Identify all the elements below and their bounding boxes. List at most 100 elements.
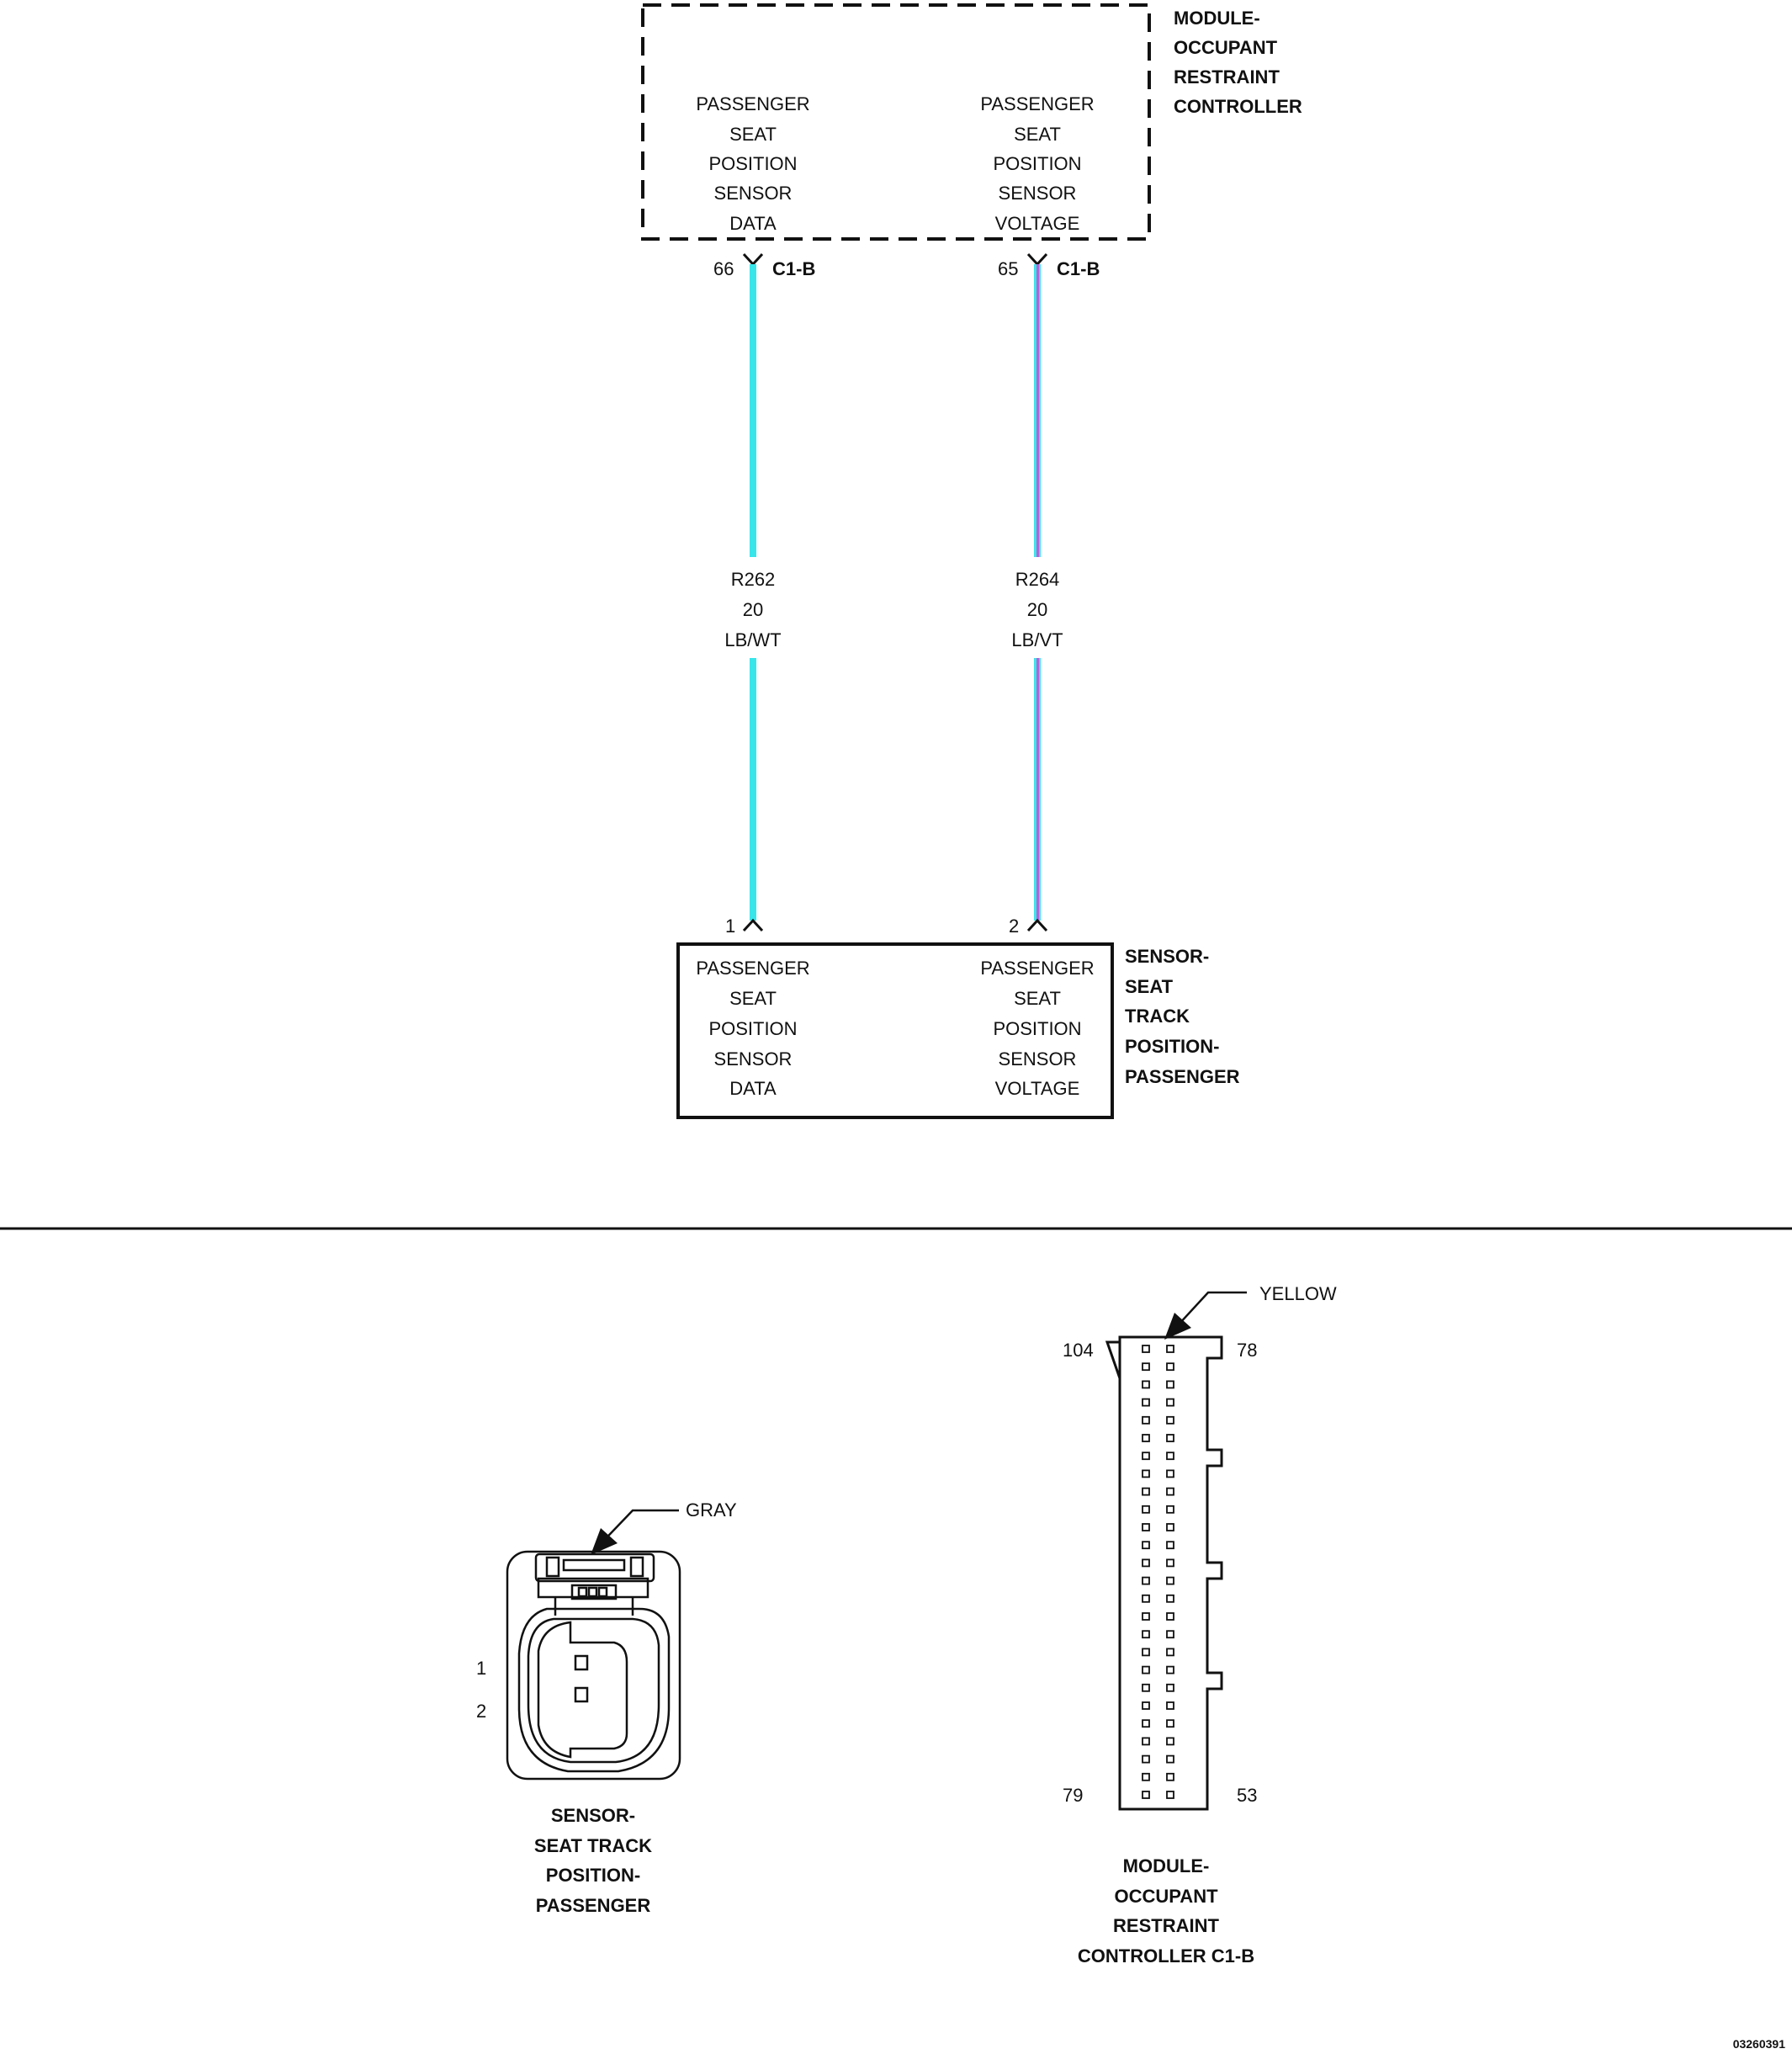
module-name-label: MODULE- OCCUPANT RESTRAINT CONTROLLER (1174, 8, 1302, 117)
seat-track-position-sensor-box (676, 942, 1114, 1119)
connector-cavity (1142, 1398, 1150, 1407)
connector-cavity (1142, 1415, 1150, 1425)
connector-cavity (1166, 1772, 1174, 1781)
wire1-circuit-label: R262 (731, 569, 776, 590)
connector-cavity (1166, 1380, 1174, 1389)
module-name-line: MODULE- (1174, 8, 1260, 29)
connector-cavity (1166, 1648, 1174, 1657)
wire2-top-connector: C1-B (1057, 258, 1100, 279)
sensor-name-label: SENSOR- SEAT TRACK POSITION- PASSENGER (1125, 946, 1240, 1087)
function-line: PASSENGER (980, 93, 1094, 114)
connector-cavity (1166, 1434, 1174, 1442)
module-connector-color-label: YELLOW (1259, 1283, 1337, 1304)
connector-cavity (1142, 1612, 1150, 1621)
figure-id: 03260391 (1733, 2037, 1786, 2051)
connector-cavity (1142, 1523, 1150, 1531)
function-line: VOLTAGE (995, 213, 1080, 234)
connector-cavity (1166, 1683, 1174, 1692)
connector-cavity (1142, 1452, 1150, 1461)
caption-line: RESTRAINT (1113, 1915, 1219, 1936)
wire1-bottom-terminal-icon (742, 918, 764, 932)
caption-line: POSITION- (546, 1865, 640, 1886)
wire2-top-terminal-icon (1026, 252, 1048, 267)
connector-cavity (1166, 1576, 1174, 1585)
sensor-name-line: SENSOR- (1125, 946, 1209, 967)
module-connector-face-view (1105, 1335, 1223, 1811)
module-name-line: OCCUPANT (1174, 37, 1278, 58)
sensor-data-function-label: PASSENGER SEAT POSITION SENSOR DATA (696, 958, 809, 1099)
connector-cavity (1142, 1487, 1150, 1496)
sensor-connector-face-view (506, 1550, 681, 1781)
function-line: SEAT (729, 988, 777, 1009)
connector-cavity (1166, 1630, 1174, 1639)
wire1-color-label: LB/WT (724, 629, 781, 650)
module-data-function-label: PASSENGER SEAT POSITION SENSOR DATA (696, 93, 809, 234)
connector-cavity (1166, 1345, 1174, 1353)
wire2-bottom-pin: 2 (1009, 916, 1019, 937)
function-line: SENSOR (714, 183, 793, 204)
function-line: VOLTAGE (995, 1078, 1080, 1099)
wire-r262 (750, 264, 756, 921)
caption-line: SEAT TRACK (534, 1835, 652, 1856)
gray-callout-arrow-icon (591, 1509, 679, 1555)
connector-cavity (1166, 1791, 1174, 1799)
function-line: DATA (729, 1078, 777, 1099)
module-connector-pin104-label: 104 (1063, 1340, 1094, 1361)
module-connector-pin79-label: 79 (1063, 1785, 1083, 1806)
wire1-top-terminal-icon (742, 252, 764, 267)
function-line: PASSENGER (696, 93, 809, 114)
connector-cavity (1166, 1612, 1174, 1621)
caption-line: MODULE- (1123, 1855, 1210, 1876)
sensor-name-line: SEAT (1125, 976, 1174, 997)
connector-cavity (1166, 1362, 1174, 1372)
connector-cavity (1142, 1345, 1150, 1353)
connector-cavity (1142, 1737, 1150, 1746)
yellow-callout-arrow-icon (1164, 1291, 1247, 1340)
sensor-voltage-function-label: PASSENGER SEAT POSITION SENSOR VOLTAGE (980, 958, 1094, 1099)
wire2-bottom-terminal-icon (1026, 918, 1048, 932)
wire2-color-label: LB/VT (1011, 629, 1063, 650)
connector-cavity (1142, 1754, 1150, 1764)
connector-cavity (1142, 1683, 1150, 1692)
connector-cavity (1166, 1665, 1174, 1675)
connector-cavity (1142, 1594, 1150, 1603)
sensor-connector-pin1-label: 1 (476, 1658, 486, 1679)
function-line: PASSENGER (980, 958, 1094, 979)
wire-r264 (1034, 264, 1041, 921)
sensor-name-line: TRACK (1125, 1006, 1190, 1027)
caption-line: OCCUPANT (1114, 1886, 1218, 1907)
wire2-circuit-label: R264 (1015, 569, 1060, 590)
connector-cavity (1142, 1576, 1150, 1585)
sensor-name-line: PASSENGER (1125, 1066, 1240, 1087)
connector-cavity (1142, 1791, 1150, 1799)
connector-cavity (1166, 1754, 1174, 1764)
function-line: POSITION (708, 1018, 797, 1039)
connector-cavity (1166, 1398, 1174, 1407)
module-connector-caption: MODULE- OCCUPANT RESTRAINT CONTROLLER C1… (1078, 1855, 1254, 1966)
connector-cavity (1142, 1541, 1150, 1550)
connector-cavity (1166, 1415, 1174, 1425)
function-line: DATA (729, 213, 777, 234)
sensor-connector-color-label: GRAY (686, 1499, 737, 1521)
connector-cavity (1142, 1558, 1150, 1568)
connector-cavity (1166, 1469, 1174, 1478)
connector-cavity (1142, 1380, 1150, 1389)
wire1-top-connector: C1-B (772, 258, 815, 279)
connector-cavity (1166, 1719, 1174, 1728)
function-line: SEAT (729, 124, 777, 145)
connector-cavity (1166, 1487, 1174, 1496)
connector-cavity (1166, 1737, 1174, 1746)
connector-cavity (1166, 1594, 1174, 1603)
wire2-gauge-label: 20 (1027, 599, 1047, 620)
caption-line: CONTROLLER C1-B (1078, 1945, 1254, 1966)
sensor-connector-pin2-label: 2 (476, 1701, 486, 1722)
connector-cavity (1166, 1452, 1174, 1461)
wire2-top-pin: 65 (998, 258, 1018, 279)
connector-cavity (1166, 1523, 1174, 1531)
function-line: SEAT (1014, 988, 1061, 1009)
connector-cavity (1142, 1701, 1150, 1710)
function-line: SENSOR (999, 1048, 1077, 1069)
connector-cavity (1166, 1541, 1174, 1550)
connector-cavity (1142, 1665, 1150, 1675)
